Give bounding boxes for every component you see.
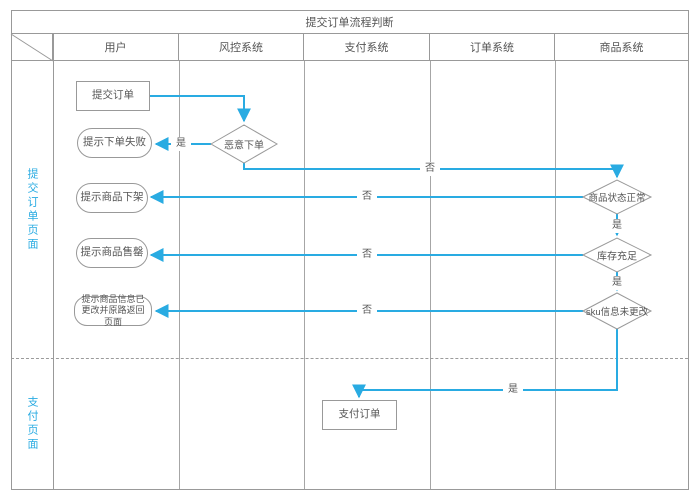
edge-label-yes-1: 是: [171, 137, 191, 151]
diagram-title: 提交订单流程判断: [11, 10, 688, 34]
lane-header-risk-system: 风控系统: [179, 34, 304, 61]
lane-header-order-system: 订单系统: [430, 34, 555, 61]
diamond-label-stock: 库存充足: [597, 251, 637, 263]
node-product-sold-out[interactable]: 提示商品售罄: [76, 238, 148, 268]
edge-label-yes-3: 是: [607, 276, 627, 290]
lane-header-user: 用户: [53, 34, 179, 61]
edge-label-no-2: 否: [357, 190, 377, 204]
diamond-label-product-status: 商品状态正常: [588, 193, 646, 204]
node-product-off-shelf[interactable]: 提示商品下架: [76, 183, 148, 213]
edge-label-no-4: 否: [357, 304, 377, 318]
edge-label-no-1: 否: [420, 162, 440, 176]
row-label-submit-order-page: 提交订单页面: [11, 61, 53, 358]
diagram-frame: [11, 10, 689, 490]
row-label-payment-page: 支付页面: [11, 358, 53, 489]
corner-cell: [11, 34, 53, 61]
lane-header-payment-system: 支付系统: [304, 34, 430, 61]
node-order-fail[interactable]: 提示下单失败: [77, 128, 152, 158]
lane-divider-4: [555, 61, 556, 489]
node-pay-order[interactable]: 支付订单: [322, 400, 397, 430]
lane-divider-1: [179, 61, 180, 489]
diamond-label-sku: sku信息未更改: [585, 307, 649, 318]
edge-label-yes-4: 是: [503, 383, 523, 397]
lane-header-product-system: 商品系统: [555, 34, 688, 61]
row-label-text: 支付页面: [26, 395, 38, 452]
edge-label-no-3: 否: [357, 248, 377, 262]
row-divider-dashed: [11, 358, 688, 359]
row-label-text: 提交订单页面: [26, 167, 38, 252]
diamond-label-malicious-order: 恶意下单: [224, 140, 264, 152]
node-submit-order[interactable]: 提交订单: [76, 81, 150, 111]
edge-label-yes-2: 是: [607, 219, 627, 233]
node-product-info-changed[interactable]: 提示商品信息已更改并原路返回页面: [74, 294, 152, 327]
label-column-divider: [53, 34, 54, 489]
lane-divider-2: [304, 61, 305, 489]
lane-divider-3: [430, 61, 431, 489]
